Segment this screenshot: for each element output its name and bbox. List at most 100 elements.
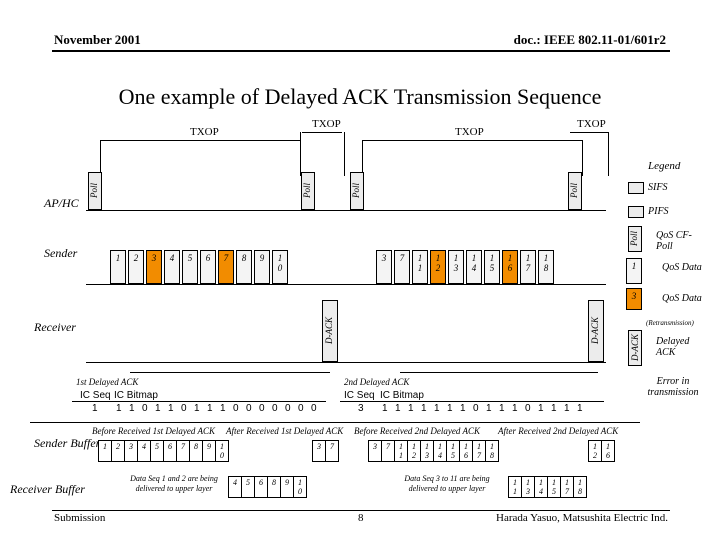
sender-timeline (86, 284, 606, 285)
note-deliver-1: Data Seq 1 and 2 are being delivered to … (130, 474, 218, 493)
qos-data-packet: 3 (146, 250, 162, 284)
legend-qos-data: QoS Data (662, 262, 702, 273)
txop-label-2: TXOP (312, 118, 341, 130)
legend-qos-data-swatch: 1 (626, 258, 642, 284)
qos-data-packet: 2 (128, 250, 144, 284)
qos-data-packet: 3 (376, 250, 392, 284)
dack2-seq-header: IC Seq (344, 390, 375, 401)
bitmap-bit: 1 (421, 403, 427, 414)
txop-label-4: TXOP (577, 118, 606, 130)
buffer-cell: 5 (241, 476, 255, 498)
dack2-table-rule (340, 401, 604, 402)
poll-frame-1: Poll (88, 172, 102, 210)
bitmap-bit: 0 (233, 403, 239, 414)
dack1-seq-value: 1 (92, 403, 98, 414)
ap-timeline (86, 210, 606, 211)
bitmap-bit: 0 (142, 403, 148, 414)
txop-label-3: TXOP (455, 126, 484, 138)
bitmap-bit: 0 (311, 403, 317, 414)
dack2-bitmap-header: IC Bitmap (380, 390, 424, 401)
buffer-cell: 5 (150, 440, 164, 462)
buffer-cell: 6 (254, 476, 268, 498)
dack1-seq-header: IC Seq (80, 390, 111, 401)
bitmap-bit: 1 (512, 403, 518, 414)
txop-tick (300, 132, 301, 176)
label-after-2nd: After Received 2nd Delayed ACK (498, 426, 619, 436)
qos-data-packet: 5 (182, 250, 198, 284)
dack1-title: 1st Delayed ACK (76, 377, 139, 387)
dack2-pointer (400, 372, 598, 373)
buffer-cell: 8 (189, 440, 203, 462)
label-receiver-buffer: Receiver Buffer (10, 482, 85, 496)
legend-poll-swatch: Poll (628, 226, 642, 252)
legend-retrans-note: (Retransmission) (646, 319, 694, 327)
bitmap-bit: 0 (298, 403, 304, 414)
qos-data-packet: 1 (110, 250, 126, 284)
txop-bracket-1 (100, 140, 300, 141)
label-sender-buffer: Sender Buffer (34, 436, 101, 450)
poll-frame-3: Poll (350, 172, 364, 210)
buffer-cell: 3 (368, 440, 382, 462)
bitmap-bit: 1 (155, 403, 161, 414)
legend-retrans-swatch: 3 (626, 288, 642, 310)
txop-tick (362, 140, 363, 176)
txop-bracket-2 (302, 132, 342, 133)
bitmap-bit: 1 (577, 403, 583, 414)
legend-error: Error in transmission (647, 376, 699, 398)
buffer-cell: 4 (137, 440, 151, 462)
bitmap-bit: 1 (447, 403, 453, 414)
txop-tick (344, 132, 345, 176)
label-after-1st: After Received 1st Delayed ACK (226, 426, 344, 436)
txop-bracket-3 (362, 140, 582, 141)
txop-tick (582, 140, 583, 176)
txop-bracket-4 (570, 132, 608, 133)
legend-title: Legend (648, 160, 681, 172)
header-date: November 2001 (54, 32, 141, 47)
qos-data-packet: 4 (164, 250, 180, 284)
buffer-area-rule (30, 422, 640, 423)
dack1-bitmap-header: IC Bitmap (114, 390, 158, 401)
bitmap-bit: 1 (168, 403, 174, 414)
footer-rule (52, 510, 670, 511)
buffer-cell: 9 (202, 440, 216, 462)
bitmap-bit: 0 (246, 403, 252, 414)
receiver-timeline (86, 362, 606, 363)
buffer-cell: 1 (98, 440, 112, 462)
dack1-pointer (130, 372, 330, 373)
bitmap-bit: 1 (538, 403, 544, 414)
bitmap-bit: 0 (285, 403, 291, 414)
buffer-cell: 7 (325, 440, 339, 462)
buffer-cell: 9 (280, 476, 294, 498)
dack1-table-rule (72, 401, 326, 402)
row-label-ap: AP/HC (44, 196, 79, 210)
label-before-2nd: Before Received 2nd Delayed ACK (354, 426, 480, 436)
poll-frame-4: Poll (568, 172, 582, 210)
qos-data-packet: 9 (254, 250, 270, 284)
buffer-cell: 3 (312, 440, 326, 462)
bitmap-bit: 1 (116, 403, 122, 414)
bitmap-bit: 0 (272, 403, 278, 414)
txop-tick (608, 132, 609, 176)
